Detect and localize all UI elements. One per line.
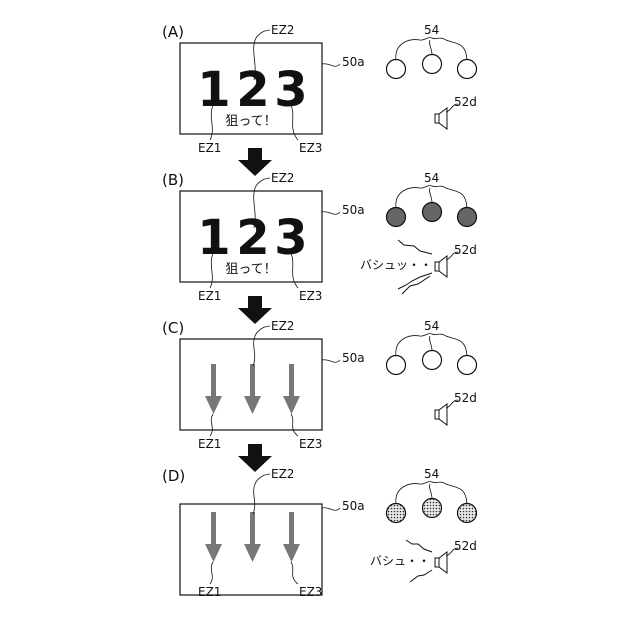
panel-c: (C) 50a EZ2 EZ1 EZ3 <box>162 319 477 451</box>
digit-3: 3 <box>274 62 307 118</box>
lamp-group: 54 <box>387 467 477 523</box>
step-label: (C) <box>162 319 184 337</box>
lamp-label: 54 <box>424 467 439 481</box>
sound-text: バシュ・・・ <box>370 554 442 568</box>
zone1-label: EZ1 <box>198 585 221 599</box>
digit-1: 1 <box>197 62 230 118</box>
display-label: 50a <box>342 55 365 69</box>
lamp-right <box>458 356 477 375</box>
digit-2: 2 <box>236 62 269 118</box>
digit-3: 3 <box>274 210 307 266</box>
display-label: 50a <box>342 499 365 513</box>
flow-arrow-cd <box>238 444 272 472</box>
zone1-label: EZ1 <box>198 437 221 451</box>
lamp-left <box>387 504 406 523</box>
sound-text: バシュッ・・・ <box>360 258 444 272</box>
step-label: (D) <box>162 467 185 485</box>
lamp-left <box>387 356 406 375</box>
display-leader <box>322 508 340 511</box>
display-label: 50a <box>342 351 365 365</box>
lamp-left <box>387 208 406 227</box>
flow-arrow-bc <box>238 296 272 324</box>
digit-2: 2 <box>236 210 269 266</box>
lamp-right <box>458 208 477 227</box>
flow-arrow-ab <box>238 148 272 176</box>
lamp-label: 54 <box>424 23 439 37</box>
zone3-label: EZ3 <box>299 141 322 155</box>
lamp-center <box>423 203 442 222</box>
digit-row: 1 2 3 <box>197 210 307 266</box>
lamp-leader-mid <box>429 336 432 351</box>
speaker-label: 52d <box>454 243 477 257</box>
lamp-group: 54 <box>387 23 477 79</box>
lamp-leader-mid <box>429 484 432 499</box>
lamp-center <box>423 55 442 74</box>
zone3-label: EZ3 <box>299 289 322 303</box>
zone2-label: EZ2 <box>271 319 294 333</box>
lamp-leader-mid <box>429 40 432 55</box>
lamp-right <box>458 60 477 79</box>
zone1-label: EZ1 <box>198 289 221 303</box>
display-leader <box>322 360 340 363</box>
lamp-leader-mid <box>429 188 432 203</box>
display-label: 50a <box>342 203 365 217</box>
lamp-label: 54 <box>424 319 439 333</box>
zone2-label: EZ2 <box>271 467 294 481</box>
lamp-group: 54 <box>387 319 477 375</box>
panel-d: (D) 50a EZ2 EZ1 EZ3 <box>162 467 477 599</box>
lamp-left <box>387 60 406 79</box>
step-label: (B) <box>162 171 184 189</box>
lamp-center <box>423 351 442 370</box>
lamp-label: 54 <box>424 171 439 185</box>
zone1-label: EZ1 <box>198 141 221 155</box>
zone3-label: EZ3 <box>299 585 322 599</box>
speaker-label: 52d <box>454 539 477 553</box>
speaker-label: 52d <box>454 391 477 405</box>
lamp-center <box>423 499 442 518</box>
display-message: 狙って！ <box>225 262 276 277</box>
speaker-label: 52d <box>454 95 477 109</box>
zone2-label: EZ2 <box>271 23 294 37</box>
lamp-right <box>458 504 477 523</box>
zone2-label: EZ2 <box>271 171 294 185</box>
lamp-group: 54 <box>387 171 477 227</box>
step-label: (A) <box>162 23 184 41</box>
display-message: 狙って！ <box>225 114 276 129</box>
display-leader <box>322 212 340 215</box>
digit-row: 1 2 3 <box>197 62 307 118</box>
zone3-label: EZ3 <box>299 437 322 451</box>
panel-a: (A) 1 2 3 狙って！ 50a EZ2 EZ1 EZ3 54 <box>162 23 477 155</box>
display-leader <box>322 64 340 67</box>
panel-b: (B) 1 2 3 狙って！ 50a EZ2 EZ1 EZ3 54 バシュッ・・… <box>162 171 477 303</box>
digit-1: 1 <box>197 210 230 266</box>
